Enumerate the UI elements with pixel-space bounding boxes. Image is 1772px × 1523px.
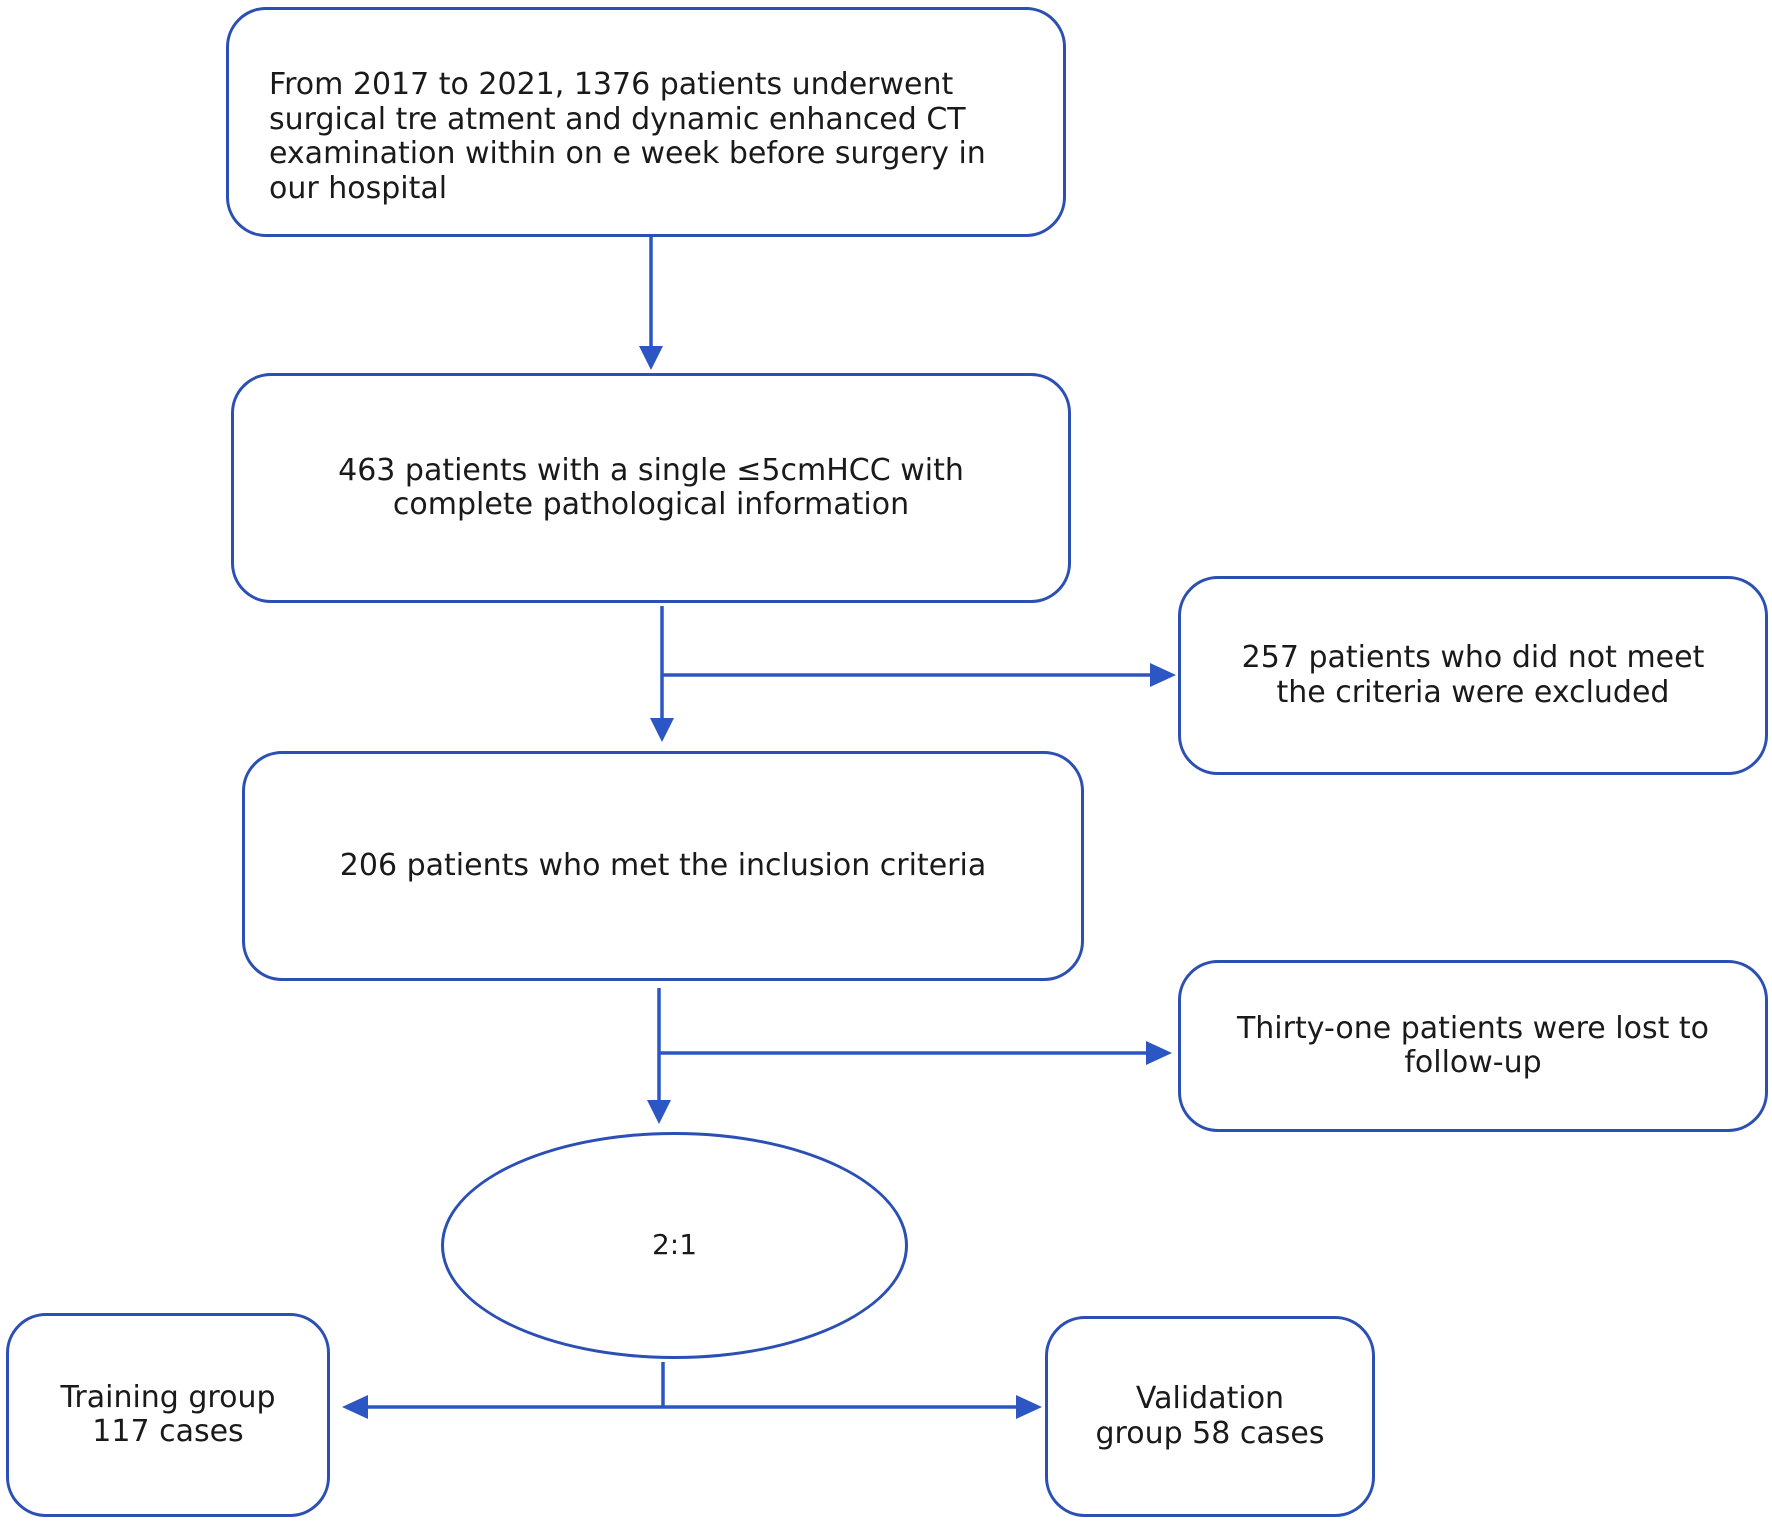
screening-box: From 2017 to 2021, 1376 patients underwe… <box>226 7 1066 237</box>
single-hcc-text: 463 patients with a single ≤5cmHCC with … <box>338 452 964 522</box>
excluded-box: 257 patients who did not meet the criter… <box>1178 576 1768 775</box>
ratio-text: 2:1 <box>651 1228 698 1262</box>
screening-text: From 2017 to 2021, 1376 patients underwe… <box>269 67 986 206</box>
arrowhead-ratio <box>647 1100 671 1124</box>
training-text: Training group 117 cases <box>60 1379 276 1449</box>
arrowhead-training <box>342 1395 368 1419</box>
inclusion-box: 206 patients who met the inclusion crite… <box>242 751 1084 981</box>
validation-text: Validation group 58 cases <box>1095 1381 1325 1451</box>
arrowhead-lost-followup <box>1146 1041 1172 1065</box>
ratio-ellipse: 2:1 <box>441 1132 908 1359</box>
inclusion-text: 206 patients who met the inclusion crite… <box>339 847 987 883</box>
lost-followup-box: Thirty-one patients were lost to follow-… <box>1178 960 1768 1132</box>
lost-followup-text: Thirty-one patients were lost to follow-… <box>1236 1010 1710 1080</box>
excluded-text: 257 patients who did not meet the criter… <box>1241 640 1705 710</box>
validation-box: Validation group 58 cases <box>1045 1316 1375 1517</box>
arrowhead-excluded <box>1150 663 1176 687</box>
single-hcc-box: 463 patients with a single ≤5cmHCC with … <box>231 373 1071 603</box>
arrowhead-single-hcc <box>639 346 663 370</box>
arrowhead-validation <box>1016 1395 1042 1419</box>
arrowhead-inclusion <box>650 718 674 742</box>
training-box: Training group 117 cases <box>6 1313 330 1517</box>
